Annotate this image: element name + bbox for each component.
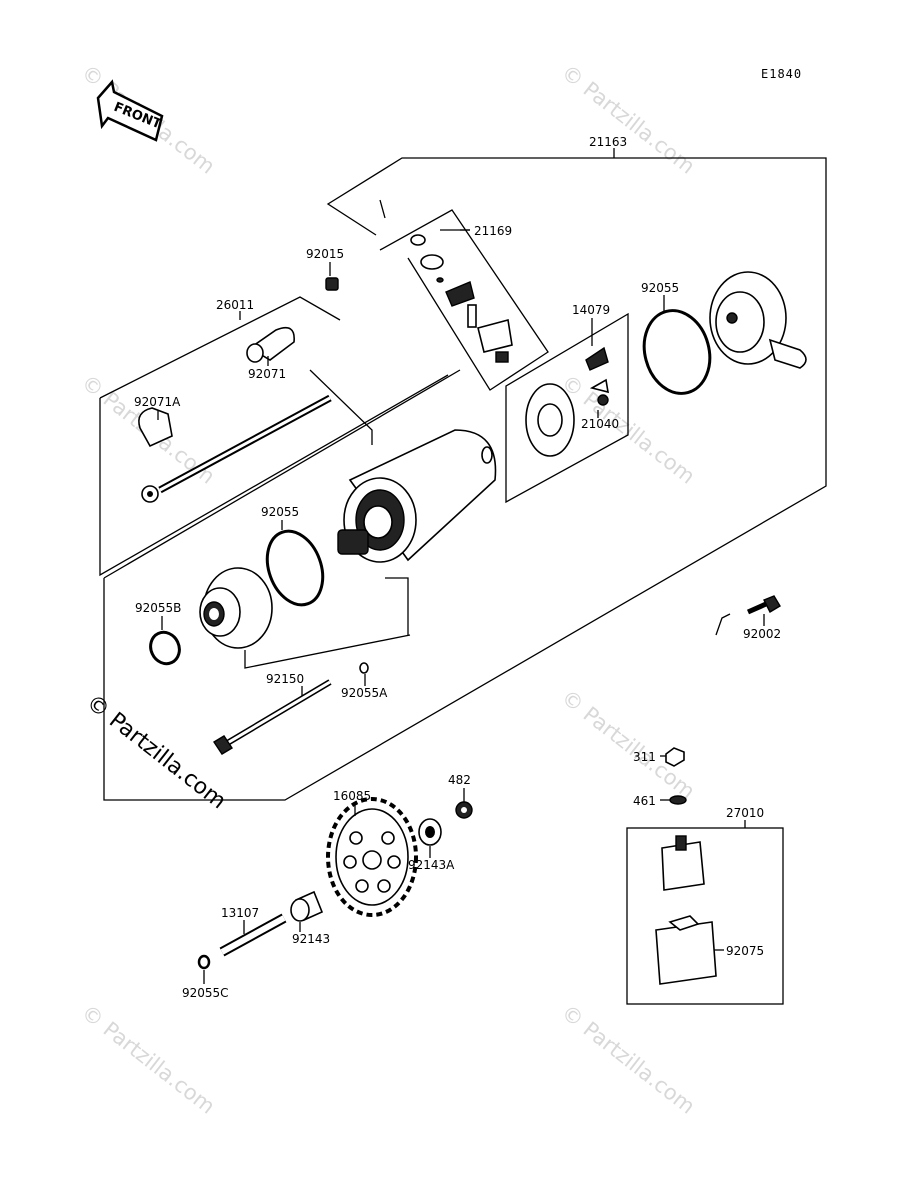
bearing-92143A-icon [418,818,442,846]
part-label-92071: 92071 [248,367,286,381]
part-label-21163: 21163 [589,135,627,149]
o-ring-92055-mid-icon [265,529,325,607]
part-label-92071A: 92071A [134,395,181,409]
cap-92071A-icon [138,407,173,448]
watermark: © Partzilla.com [557,1000,699,1119]
part-label-92055C: 92055C [182,986,229,1000]
brush-plate-14079-icon [525,346,609,457]
assembly-outline-14079 [505,312,629,504]
through-bolt-92150-icon [213,679,332,755]
armature-yoke-icon [337,429,497,563]
part-label-27010: 27010 [726,806,764,820]
watermark: © Partzilla.com [557,60,699,179]
o-ring-92055C-icon [197,954,211,970]
part-label-92143: 92143 [292,932,330,946]
watermark: © Partzilla.com [77,1000,219,1119]
bearing-92143-icon [290,890,324,922]
o-ring-92055A-icon [359,662,369,674]
washer-482-icon [455,801,473,819]
o-ring-92055-top-icon [642,309,712,395]
nut-311-icon [665,747,685,767]
nut-92015-icon [325,277,339,291]
watermark: © Partzilla.com [557,685,699,804]
part-label-92002: 92002 [743,627,781,641]
assembly-outline-26011 [99,296,449,577]
part-label-21169: 21169 [474,224,512,238]
terminal-cable-icon [141,394,332,503]
shaft-13107-icon [219,913,287,957]
relay-box-27010 [626,820,784,1005]
bushing-92071-icon [246,326,295,363]
assembly-outline-21163 [103,148,827,801]
part-label-92055A: 92055A [341,686,388,700]
leader-lines [157,229,765,984]
part-label-92150: 92150 [266,672,304,686]
part-label-21040: 21040 [581,417,619,431]
gear-16085-icon [326,797,418,917]
part-label-482: 482 [448,773,471,787]
brush-holder-parts-21169 [410,234,513,363]
part-label-13107: 13107 [221,906,259,920]
part-label-92055-top: 92055 [641,281,679,295]
o-ring-92055B-icon [149,630,181,666]
part-label-26011: 26011 [216,298,254,312]
part-labels: 21163 21169 92015 26011 92055 14079 9207… [134,135,781,1000]
rear-cover-icon [709,271,807,369]
part-label-92015: 92015 [306,247,344,261]
part-label-92143A: 92143A [408,858,455,872]
part-label-461: 461 [633,794,656,808]
watermarks: © Partzilla.com © Partzilla.com © Partzi… [77,60,699,1119]
part-label-16085: 16085 [333,789,371,803]
diagram-code: E1840 [761,67,802,81]
part-label-14079: 14079 [572,303,610,317]
front-cover-icon [199,567,411,669]
part-label-92075: 92075 [726,944,764,958]
part-label-92055B: 92055B [135,601,181,615]
bolt-92002-icon [715,595,781,636]
part-label-92055-mid: 92055 [261,505,299,519]
washer-461-icon [669,795,687,805]
part-label-311: 311 [633,750,656,764]
